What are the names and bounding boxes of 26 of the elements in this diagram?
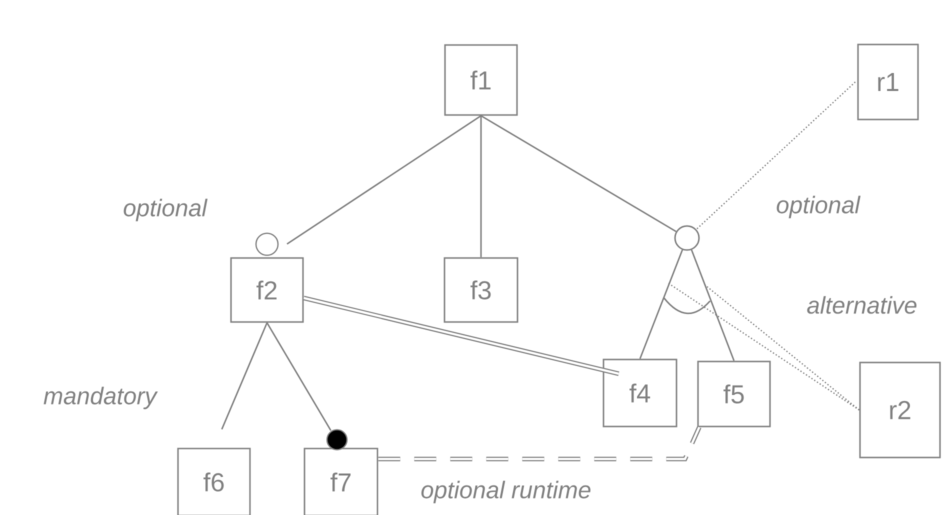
connector [266, 322, 348, 450]
connector [480, 116, 482, 258]
feature-box: r1 [857, 44, 919, 120]
feature-box: r2 [859, 362, 941, 458]
feature-box: f1 [444, 44, 518, 116]
feature-box: f2 [230, 257, 304, 323]
feature-box: f4 [602, 358, 678, 428]
connector [221, 322, 268, 430]
connector [704, 284, 860, 410]
feature-box: f6 [177, 448, 251, 515]
feature-box: f7 [304, 448, 378, 515]
annotation-text: optional runtime [421, 480, 590, 504]
connector [255, 115, 482, 256]
connector [480, 115, 676, 232]
connector [639, 250, 684, 360]
connector [690, 250, 735, 362]
connector [696, 82, 856, 230]
annotation-text: optional [776, 196, 861, 218]
annotation-text: alternative [807, 296, 916, 314]
group-circle [674, 225, 700, 251]
connector [303, 296, 620, 376]
feature-box: f3 [444, 257, 518, 323]
annotation-text: optional [124, 198, 208, 222]
feature-box: f5 [697, 360, 771, 428]
annotation-text: mandatory [44, 386, 158, 410]
connector [378, 426, 702, 462]
